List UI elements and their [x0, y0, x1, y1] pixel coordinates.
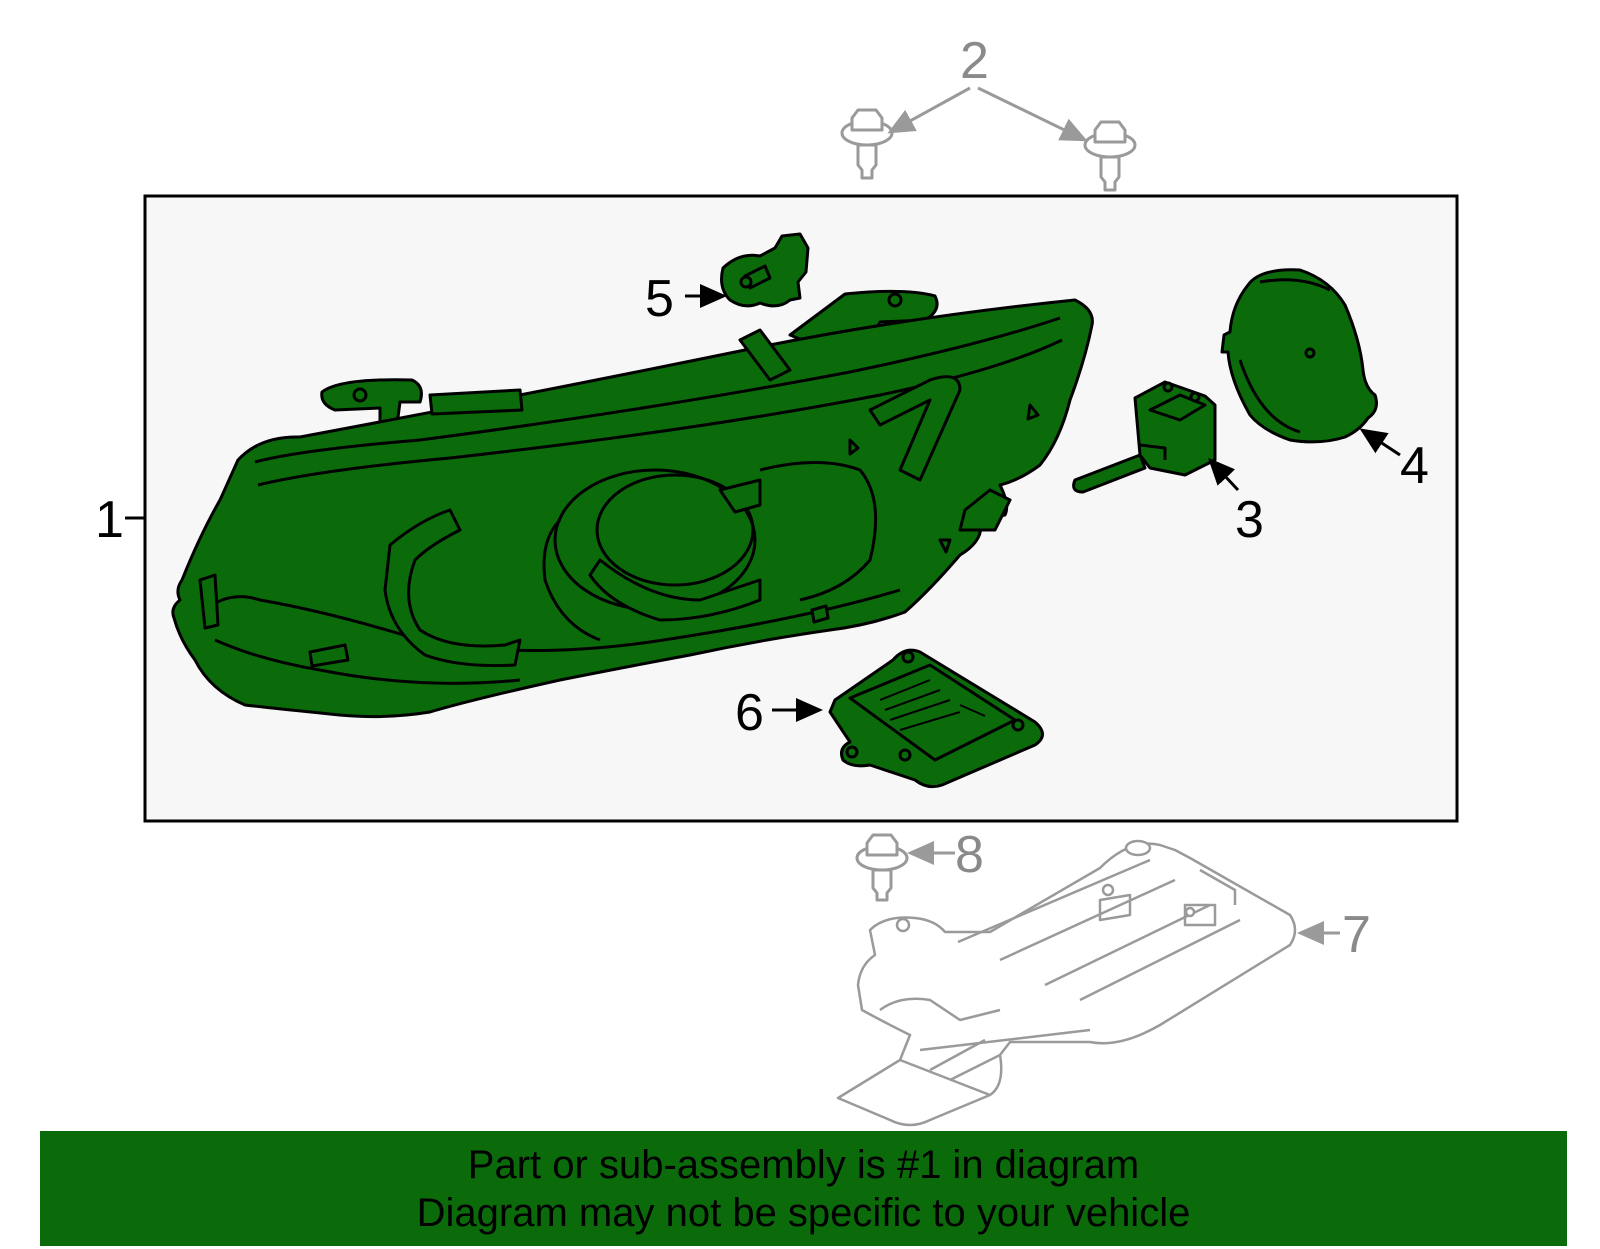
callout-label-3: 3	[1235, 491, 1264, 549]
callout-label-2: 2	[960, 32, 989, 90]
banner-background	[40, 1131, 1567, 1246]
banner-line-1: Part or sub-assembly is #1 in diagram	[467, 1143, 1140, 1187]
control-module-part[interactable]	[828, 648, 1044, 789]
socket-part[interactable]	[720, 232, 810, 308]
callout-label-5: 5	[645, 270, 674, 328]
bulb-part[interactable]	[1072, 380, 1217, 494]
cover-part[interactable]	[1220, 268, 1378, 444]
bolt-part-2a[interactable]	[840, 108, 894, 180]
callout-label-8: 8	[955, 826, 984, 884]
bolt-part-2b[interactable]	[1083, 120, 1137, 192]
headlamp-assembly[interactable]	[171, 289, 1094, 719]
leader-line-3	[1207, 457, 1240, 492]
bracket-part[interactable]	[836, 839, 1297, 1127]
leader-line-2b	[977, 86, 1088, 142]
callout-label-6: 6	[735, 684, 764, 742]
bolt-part-8[interactable]	[855, 833, 909, 902]
banner-line-2: Diagram may not be specific to your vehi…	[416, 1191, 1191, 1235]
leader-line-4	[1359, 428, 1401, 457]
callout-label-7: 7	[1342, 906, 1371, 964]
leader-line-2a	[887, 86, 971, 134]
disclaimer-banner: Part or sub-assembly is #1 in diagram Di…	[40, 1131, 1567, 1246]
callout-label-1: 1	[95, 491, 124, 549]
callout-label-4: 4	[1400, 437, 1429, 495]
